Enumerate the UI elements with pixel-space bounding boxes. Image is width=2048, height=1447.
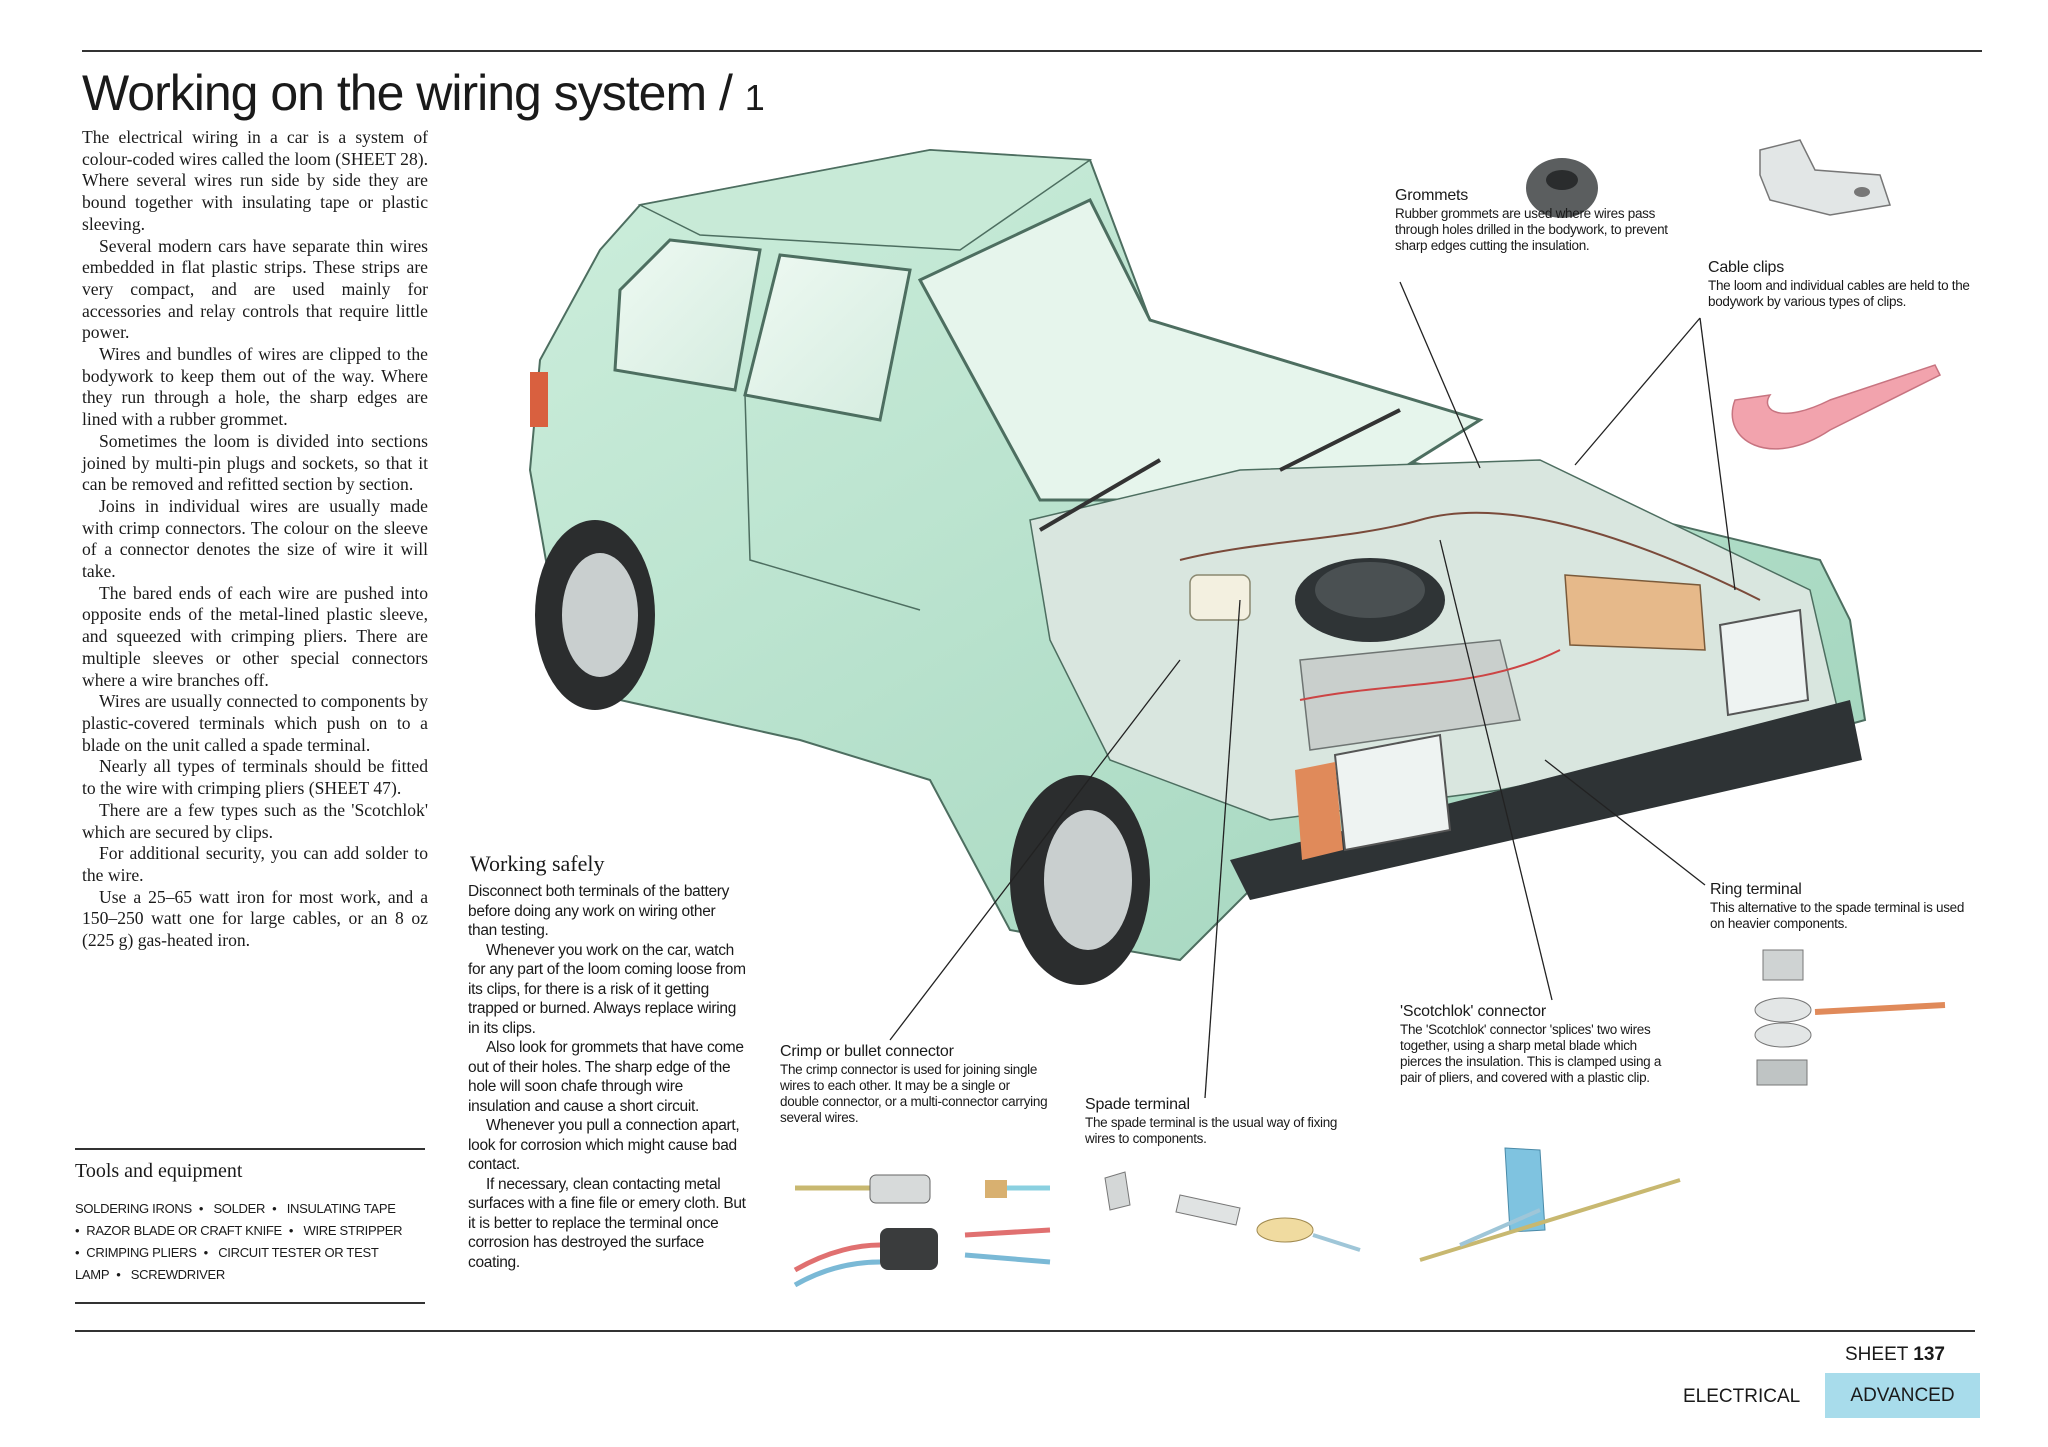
spade-terminal-illustration [1104, 1171, 1361, 1252]
tools-bottom-rule [75, 1302, 425, 1304]
safety-paragraph: If necessary, clean contacting metal sur… [468, 1175, 746, 1271]
page-title-text: Working on the wiring system / [82, 65, 733, 121]
ring-terminal-illustration [1754, 949, 1946, 1086]
page-title: Working on the wiring system / 1 [82, 64, 765, 122]
tool-item: Circuit tester or test lamp [75, 1245, 379, 1282]
cable-clips-heading: Cable clips [1708, 259, 1785, 276]
spade-heading: Spade terminal [1085, 1096, 1190, 1113]
body-paragraph: Use a 25–65 watt iron for most work, and… [82, 886, 428, 951]
level-badge: ADVANCED [1825, 1373, 1980, 1418]
callout-spade-terminal: Spade terminal The spade terminal is the… [1085, 1095, 1345, 1147]
body-paragraph: Sometimes the loom is divided into secti… [82, 430, 428, 495]
callout-scotchlok: 'Scotchlok' connector The 'Scotchlok' co… [1400, 1002, 1675, 1086]
safety-paragraph: Also look for grommets that have come ou… [468, 1039, 744, 1115]
body-text: The electrical wiring in a car is a syst… [82, 127, 428, 952]
section-label: ELECTRICAL [1683, 1386, 1801, 1407]
page-title-number: 1 [744, 77, 765, 118]
tools-top-rule [75, 1148, 425, 1150]
ring-terminal-heading: Ring terminal [1710, 881, 1802, 898]
callout-cable-clips: Cable clips The loom and individual cabl… [1708, 258, 1988, 310]
sheet-number-value: 137 [1913, 1344, 1945, 1365]
body-paragraph: Joins in individual wires are usually ma… [82, 495, 428, 582]
cable-clip-illustration [1759, 139, 1891, 216]
working-safely-text: Disconnect both terminals of the battery… [468, 882, 746, 1272]
callout-leaders [889, 281, 1736, 1099]
scotchlok-heading: 'Scotchlok' connector [1400, 1003, 1546, 1020]
body-paragraph: Wires and bundles of wires are clipped t… [82, 344, 428, 430]
tools-list: Soldering irons• Solder• Insulating tape… [75, 1201, 403, 1282]
callout-grommets: Grommets Rubber grommets are used where … [1395, 186, 1670, 254]
grommets-heading: Grommets [1395, 187, 1469, 204]
safety-paragraph: Disconnect both terminals of the battery… [468, 883, 730, 939]
top-rule [82, 50, 1982, 52]
callout-ring-terminal: Ring terminal This alternative to the sp… [1710, 880, 1978, 932]
scotchlok-illustration [1419, 1147, 1681, 1262]
body-paragraph: The electrical wiring in a car is a syst… [82, 127, 428, 234]
working-safely-heading: Working safely [470, 851, 605, 876]
tools-heading: Tools and equipment [75, 1160, 243, 1182]
tool-item: Solder [213, 1201, 266, 1216]
body-paragraph: Several modern cars have separate thin w… [82, 235, 428, 343]
sheet-label: SHEET [1845, 1344, 1909, 1365]
tool-item: Screwdriver [130, 1267, 226, 1282]
body-paragraph: There are a few types such as the 'Scotc… [82, 799, 428, 842]
body-paragraph: The bared ends of each wire are pushed i… [82, 582, 428, 690]
grommets-text: Rubber grommets are used where wires pas… [1395, 206, 1668, 253]
sheet-number: SHEET 137 [1845, 1344, 1945, 1366]
grommet-illustration [1526, 158, 1598, 218]
callout-crimp-connector: Crimp or bullet connector The crimp conn… [780, 1042, 1050, 1126]
body-paragraph: Wires are usually connected to component… [82, 691, 428, 755]
car-body [528, 148, 1867, 985]
ring-terminal-text: This alternative to the spade terminal i… [1710, 900, 1965, 931]
crimp-heading: Crimp or bullet connector [780, 1043, 954, 1060]
body-paragraph: For additional security, you can add sol… [82, 843, 428, 885]
bottom-rule [75, 1330, 1975, 1332]
crimp-text: The crimp connector is used for joining … [780, 1062, 1048, 1125]
tool-item: Soldering irons [75, 1201, 192, 1216]
tool-item: Wire stripper [303, 1223, 403, 1238]
plastic-clip-illustration [1731, 364, 1942, 450]
scotchlok-text: The 'Scotchlok' connector 'splices' two … [1400, 1022, 1662, 1085]
tool-item: Razor blade or craft knife [86, 1223, 282, 1238]
spade-text: The spade terminal is the usual way of f… [1085, 1115, 1338, 1146]
safety-paragraph: Whenever you work on the car, watch for … [468, 941, 746, 1037]
crimp-connector-illustration [793, 1174, 1051, 1288]
cable-clips-text: The loom and individual cables are held … [1708, 278, 1970, 309]
tool-item: Insulating tape [286, 1201, 396, 1216]
body-paragraph: Nearly all types of terminals should be … [82, 756, 428, 799]
tool-item: Crimping pliers [86, 1245, 197, 1260]
safety-paragraph: Whenever you pull a connection apart, lo… [468, 1117, 740, 1173]
